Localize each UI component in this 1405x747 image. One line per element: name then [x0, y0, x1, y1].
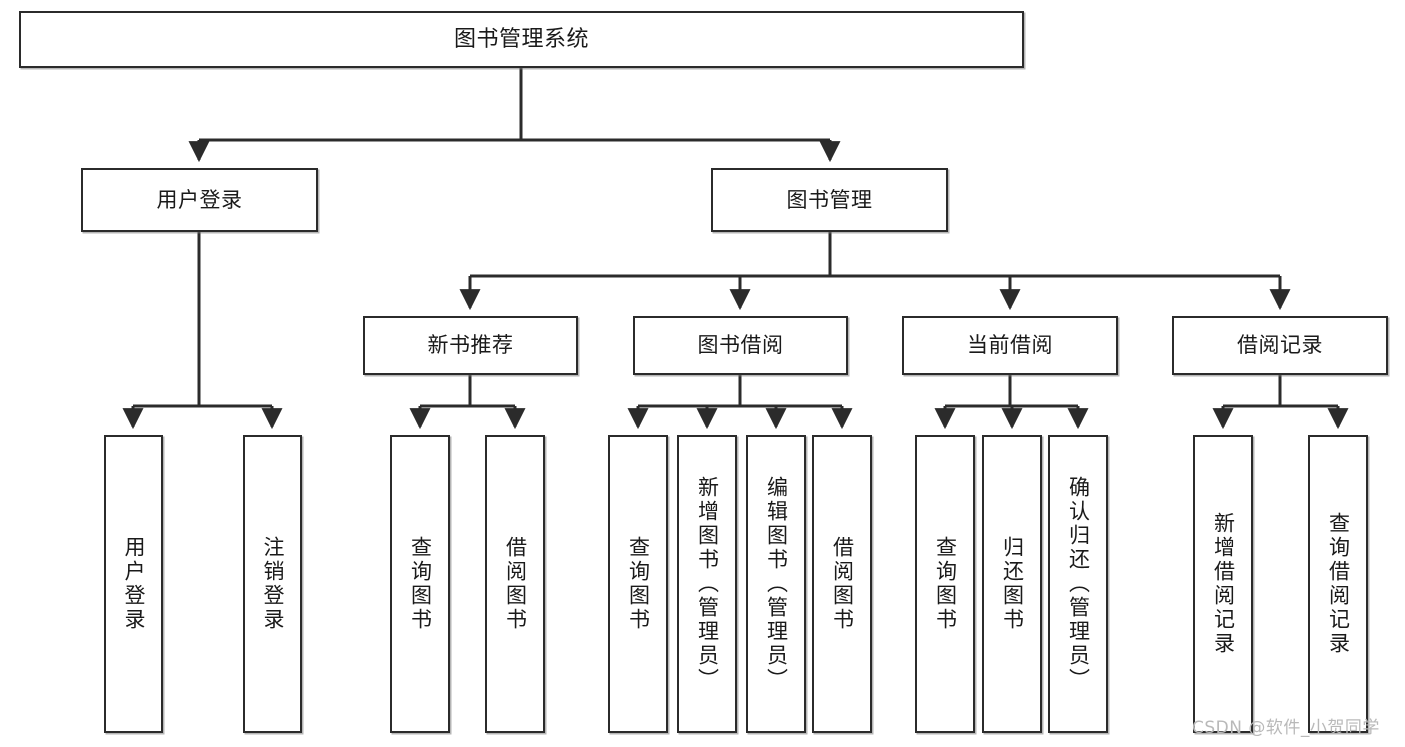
node-user-login[interactable]: 用户登录 [81, 168, 318, 232]
node-book-borrow-label: 图书借阅 [697, 333, 784, 358]
node-leaf-query-book-1[interactable]: 查询图书 [390, 435, 450, 733]
node-leaf-query-borrow-record-label: 查询借阅记录 [1326, 512, 1351, 656]
node-borrow-record[interactable]: 借阅记录 [1172, 316, 1388, 375]
node-user-login-label: 用户登录 [156, 187, 243, 212]
node-leaf-query-book-3-label: 查询图书 [933, 536, 958, 632]
watermark-text: CSDN @软件_小贺同学 [1192, 718, 1380, 738]
node-leaf-query-book-2[interactable]: 查询图书 [608, 435, 668, 733]
node-leaf-edit-book-label: 编辑图书（管理员） [764, 476, 789, 692]
node-current-borrow[interactable]: 当前借阅 [902, 316, 1118, 375]
node-book-manage-label: 图书管理 [786, 187, 873, 212]
node-root[interactable]: 图书管理系统 [19, 11, 1024, 68]
node-book-manage[interactable]: 图书管理 [711, 168, 948, 232]
node-leaf-query-book-3[interactable]: 查询图书 [915, 435, 975, 733]
node-leaf-query-book-2-label: 查询图书 [626, 536, 651, 632]
node-leaf-borrow-book-2-label: 借阅图书 [830, 536, 855, 632]
node-leaf-borrow-book-1-label: 借阅图书 [503, 536, 528, 632]
node-borrow-record-label: 借阅记录 [1237, 333, 1323, 358]
node-leaf-add-borrow-record-label: 新增借阅记录 [1211, 512, 1236, 656]
node-new-book-recommend-label: 新书推荐 [427, 333, 514, 358]
node-leaf-user-logout[interactable]: 注销登录 [243, 435, 302, 733]
node-leaf-borrow-book-1[interactable]: 借阅图书 [485, 435, 545, 733]
node-leaf-user-login-label: 用户登录 [122, 536, 146, 632]
node-leaf-add-book[interactable]: 新增图书（管理员） [677, 435, 737, 733]
node-book-borrow[interactable]: 图书借阅 [633, 316, 848, 375]
node-leaf-edit-book[interactable]: 编辑图书（管理员） [746, 435, 806, 733]
node-leaf-return-book[interactable]: 归还图书 [982, 435, 1042, 733]
node-current-borrow-label: 当前借阅 [967, 333, 1053, 358]
node-leaf-borrow-book-2[interactable]: 借阅图书 [812, 435, 872, 733]
node-leaf-query-book-1-label: 查询图书 [408, 536, 433, 632]
node-leaf-return-book-label: 归还图书 [1000, 536, 1025, 632]
node-leaf-add-borrow-record[interactable]: 新增借阅记录 [1193, 435, 1253, 733]
node-leaf-add-book-label: 新增图书（管理员） [695, 476, 720, 692]
node-leaf-confirm-return-label: 确认归还（管理员） [1066, 476, 1091, 692]
node-leaf-confirm-return[interactable]: 确认归还（管理员） [1048, 435, 1108, 733]
node-leaf-user-login[interactable]: 用户登录 [104, 435, 163, 733]
node-root-label: 图书管理系统 [453, 26, 589, 52]
node-new-book-recommend[interactable]: 新书推荐 [363, 316, 578, 375]
node-leaf-query-borrow-record[interactable]: 查询借阅记录 [1308, 435, 1368, 733]
node-leaf-user-logout-label: 注销登录 [261, 536, 285, 632]
